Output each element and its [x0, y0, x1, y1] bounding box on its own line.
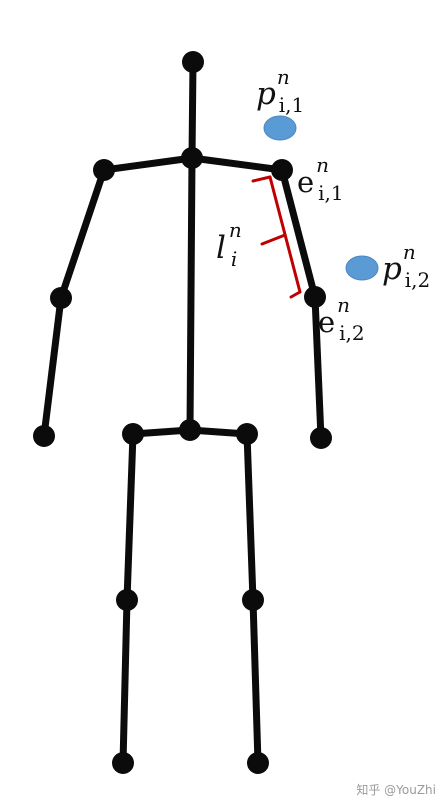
point-p2 [345, 255, 379, 281]
joint-left-ankle [247, 752, 269, 774]
bone-spine [186, 154, 196, 434]
joint-right-hip [122, 423, 144, 445]
bone-left-shin [249, 596, 262, 767]
bone-neck [188, 58, 197, 162]
bone-right-forearm [40, 294, 65, 440]
skeleton-bones [40, 58, 325, 767]
joint-right-knee [116, 589, 138, 611]
joint-left-knee [242, 589, 264, 611]
joint-left-hip [236, 423, 258, 445]
joint-left-wrist [310, 427, 332, 449]
joint-left-elbow [304, 286, 326, 308]
joint-left-shoulder [271, 159, 293, 181]
bone-left-forearm [311, 293, 325, 442]
joint-neck [181, 147, 203, 169]
joint-right-wrist [33, 425, 55, 447]
bone-left-upper-arm [278, 166, 319, 301]
joint-right-shoulder [93, 159, 115, 181]
bone-right-upper-arm [57, 166, 108, 302]
watermark-text: 知乎 @YouZhi [356, 783, 436, 797]
point-p1 [263, 115, 297, 141]
bone-left-shoulder [188, 154, 286, 174]
skeleton-joints [33, 51, 332, 774]
bone-right-shin [119, 596, 131, 767]
bone-right-shoulder [100, 154, 196, 174]
bone-right-thigh [123, 430, 137, 604]
joint-right-ankle [112, 752, 134, 774]
joint-right-elbow [50, 287, 72, 309]
bone-left-thigh [243, 430, 257, 604]
joint-head [182, 51, 204, 73]
length-bracket [251, 175, 302, 299]
joint-mid-hip [179, 419, 201, 441]
